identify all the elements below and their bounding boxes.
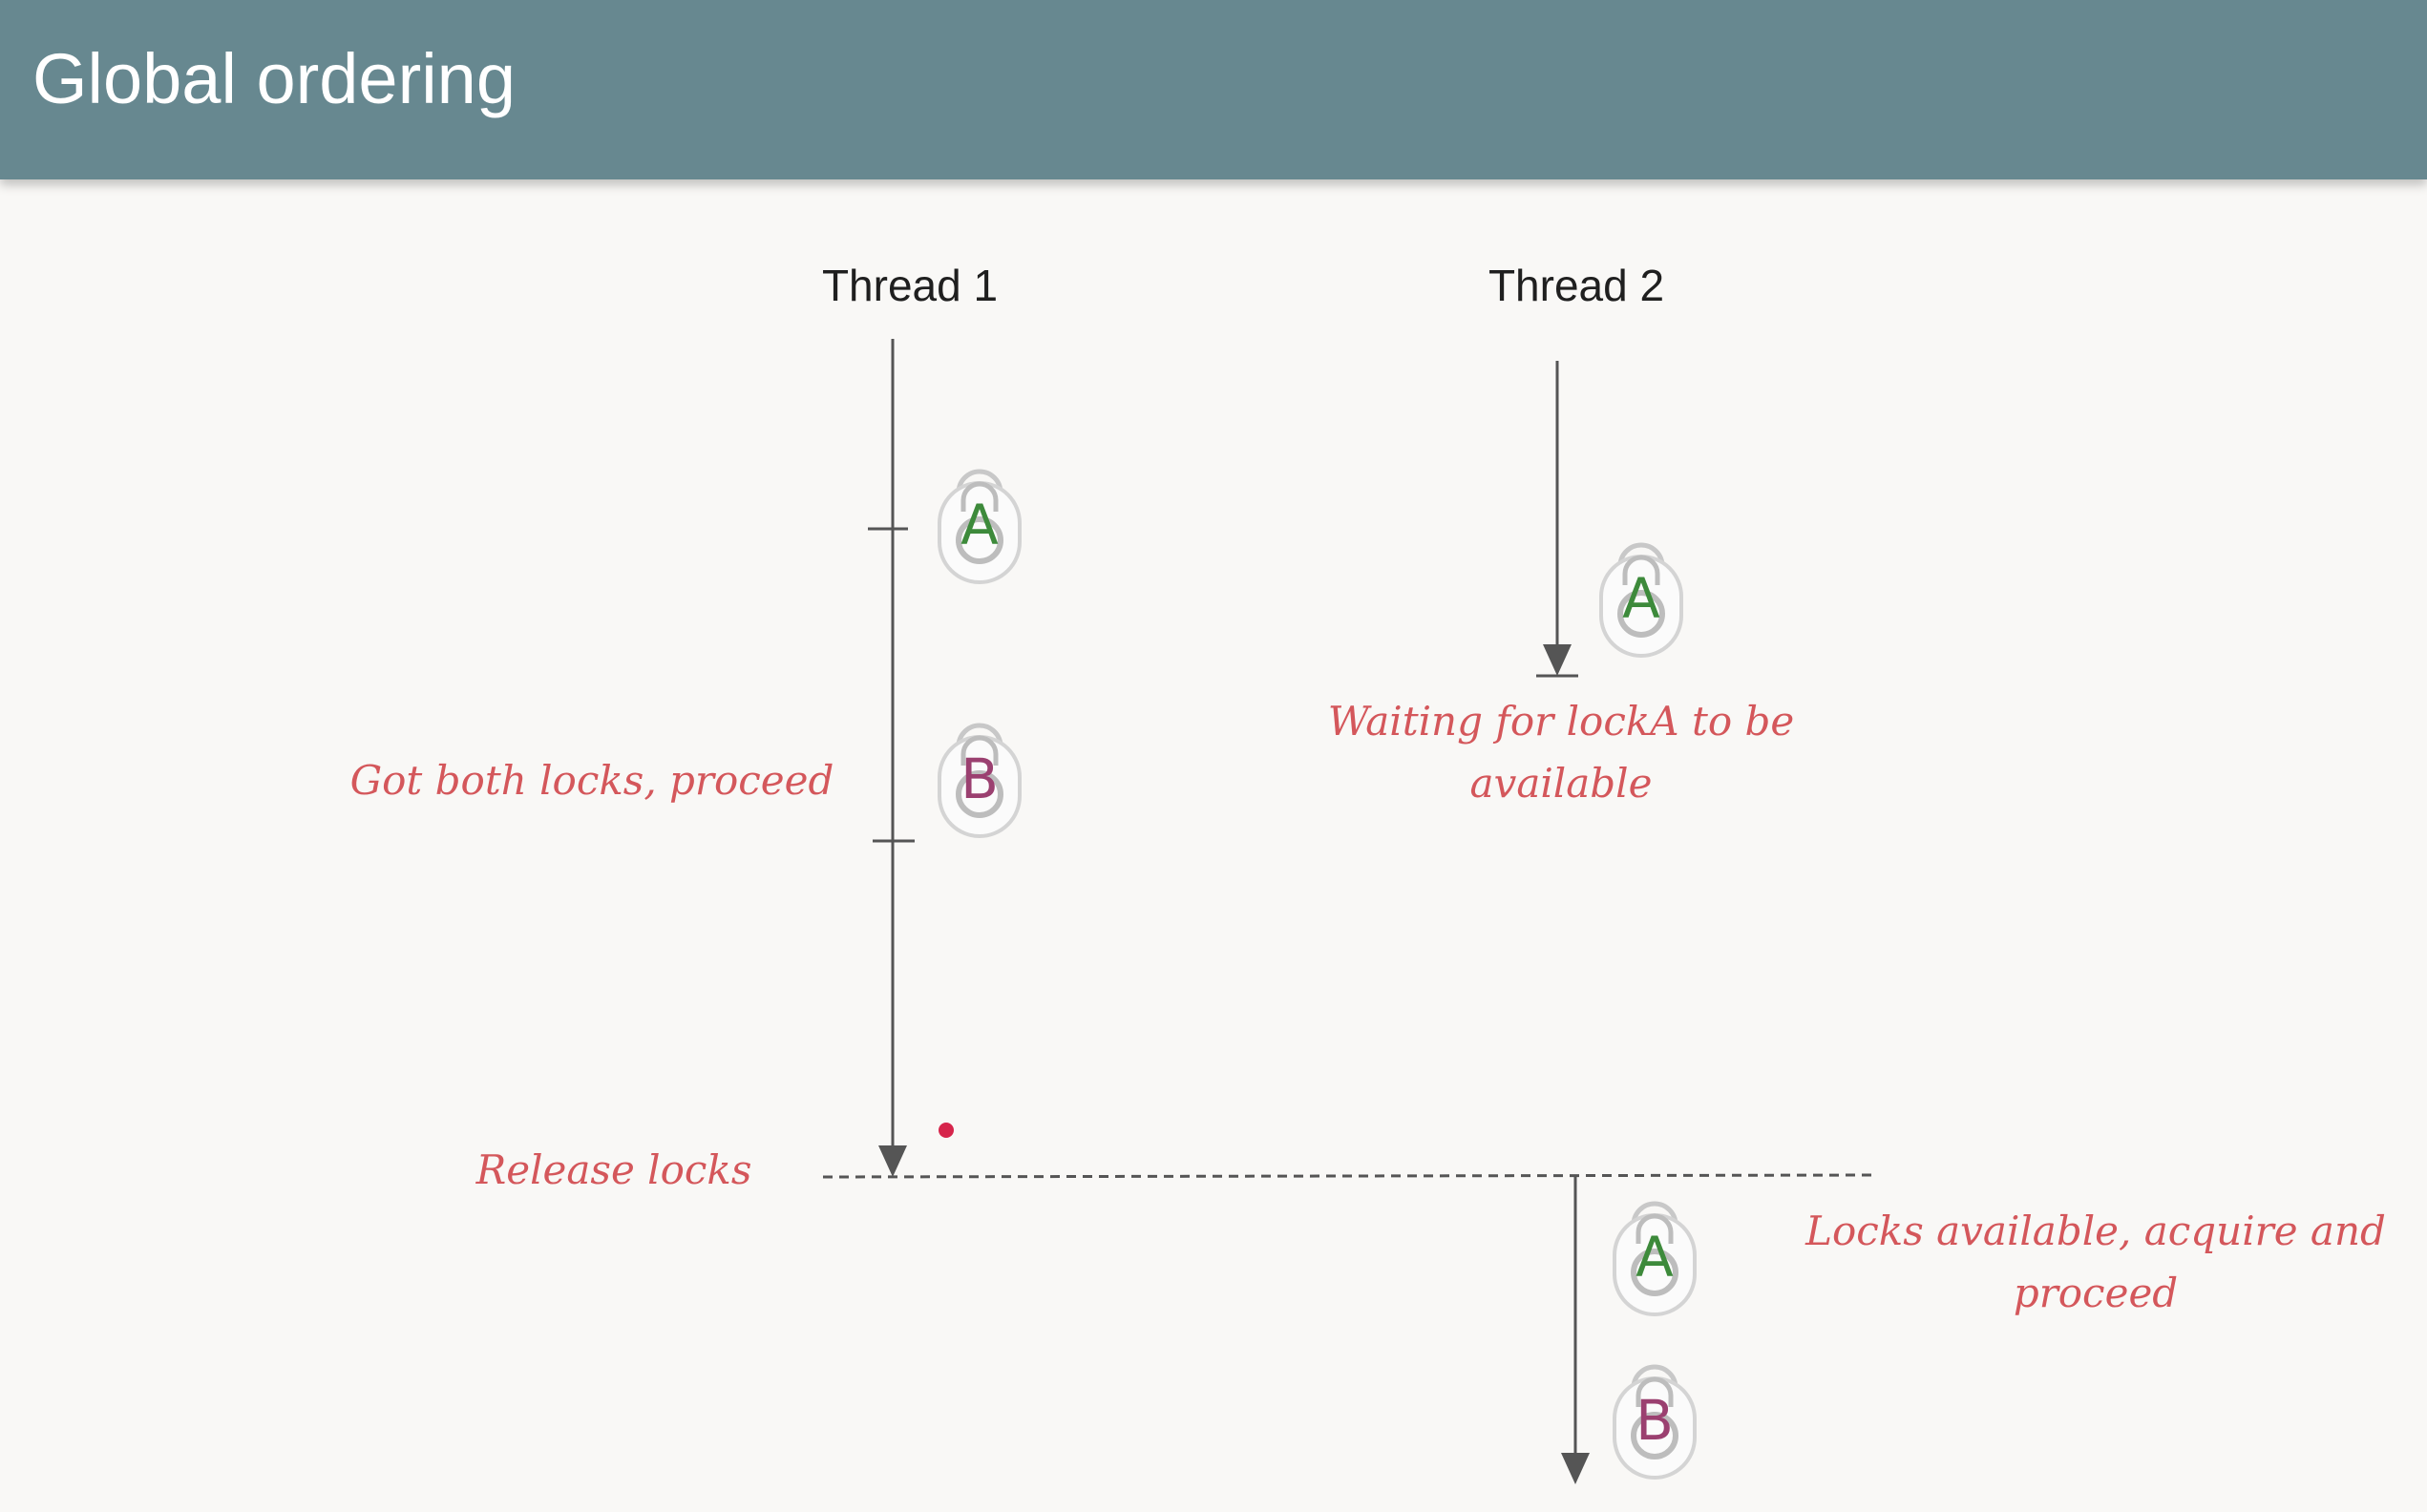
padlock-icon: A bbox=[1601, 545, 1681, 656]
lock-letter: B bbox=[960, 746, 999, 811]
release-locks-note: Release locks bbox=[475, 1146, 752, 1193]
thread-1-label: Thread 1 bbox=[822, 261, 998, 310]
lock-letter: B bbox=[1636, 1388, 1674, 1453]
waiting-note-line-1: Waiting for lockA to be bbox=[1328, 698, 1794, 745]
lock-letter: A bbox=[1636, 1225, 1674, 1290]
locks-available-note-line-2: proceed bbox=[2014, 1270, 2178, 1316]
padlock-icon: A bbox=[939, 472, 1020, 582]
padlock-icon: A bbox=[1614, 1204, 1695, 1314]
padlock-icon: B bbox=[939, 725, 1020, 836]
got-both-locks-note: Got both locks, proceed bbox=[350, 757, 834, 804]
slide-header: Global ordering bbox=[0, 0, 2427, 179]
lock-letter: A bbox=[960, 493, 999, 557]
thread-2-label: Thread 2 bbox=[1488, 261, 1664, 310]
slide-title: Global ordering bbox=[32, 39, 516, 118]
release-dashed-line bbox=[822, 1173, 1877, 1179]
padlock-icon: B bbox=[1614, 1367, 1695, 1478]
laser-pointer-dot bbox=[939, 1123, 954, 1138]
waiting-note-line-2: available bbox=[1470, 760, 1653, 807]
locks-available-note-line-1: Locks available, acquire and bbox=[1804, 1208, 2386, 1254]
lock-letter: A bbox=[1622, 566, 1660, 631]
